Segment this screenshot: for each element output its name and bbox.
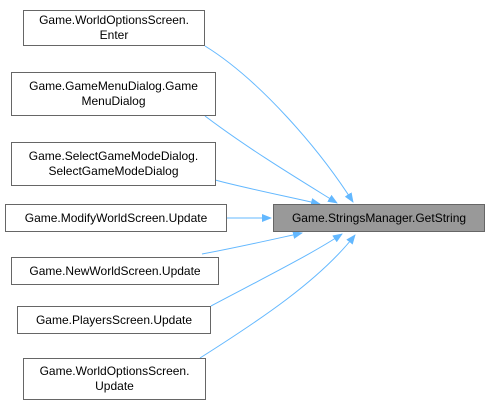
caller-node-new-world-update[interactable]: Game.NewWorldScreen.Update <box>11 257 219 285</box>
caller-node-players-update[interactable]: Game.PlayersScreen.Update <box>17 306 211 334</box>
caller-node-label-line-1: Game.GameMenuDialog.Game <box>29 79 198 93</box>
caller-node-label-line-2: SelectGameModeDialog <box>48 164 179 178</box>
edge-world-options-update <box>199 234 356 359</box>
caller-node-label-line-1: Game.SelectGameModeDialog. <box>28 149 199 163</box>
caller-node-label-line-2: Enter <box>99 28 129 42</box>
caller-node-label-line-2: Update <box>95 379 134 393</box>
caller-node-world-options-update[interactable]: Game.WorldOptionsScreen. Update <box>23 358 206 400</box>
caller-node-game-menu-dialog[interactable]: Game.GameMenuDialog.Game MenuDialog <box>11 72 216 116</box>
caller-node-modify-world-update[interactable]: Game.ModifyWorldScreen.Update <box>5 204 227 232</box>
edge-new-world-update <box>201 231 303 255</box>
caller-node-label-line-1: Game.WorldOptionsScreen. <box>39 364 190 378</box>
edge-players-update <box>210 233 343 307</box>
caller-node-label-line-1: Game.WorldOptionsScreen. <box>39 13 189 27</box>
caller-node-label-line-2: MenuDialog <box>81 94 146 108</box>
edge-game-menu-dialog <box>204 115 338 204</box>
caller-node-label-line-1: Game.NewWorldScreen.Update <box>29 263 201 278</box>
caller-node-label-line-1: Game.ModifyWorldScreen.Update <box>24 210 208 225</box>
caller-node-label-line-1: Game.PlayersScreen.Update <box>35 312 193 327</box>
caller-node-select-game-mode-dialog[interactable]: Game.SelectGameModeDialog. SelectGameMod… <box>11 142 216 186</box>
target-node-strings-manager-getstring: Game.StringsManager.GetString <box>273 204 485 232</box>
target-node-label: Game.StringsManager.GetString <box>291 210 467 225</box>
edge-select-game-mode-dialog <box>214 179 321 206</box>
edge-world-options-enter <box>204 45 354 203</box>
caller-node-world-options-enter[interactable]: Game.WorldOptionsScreen. Enter <box>23 10 205 46</box>
